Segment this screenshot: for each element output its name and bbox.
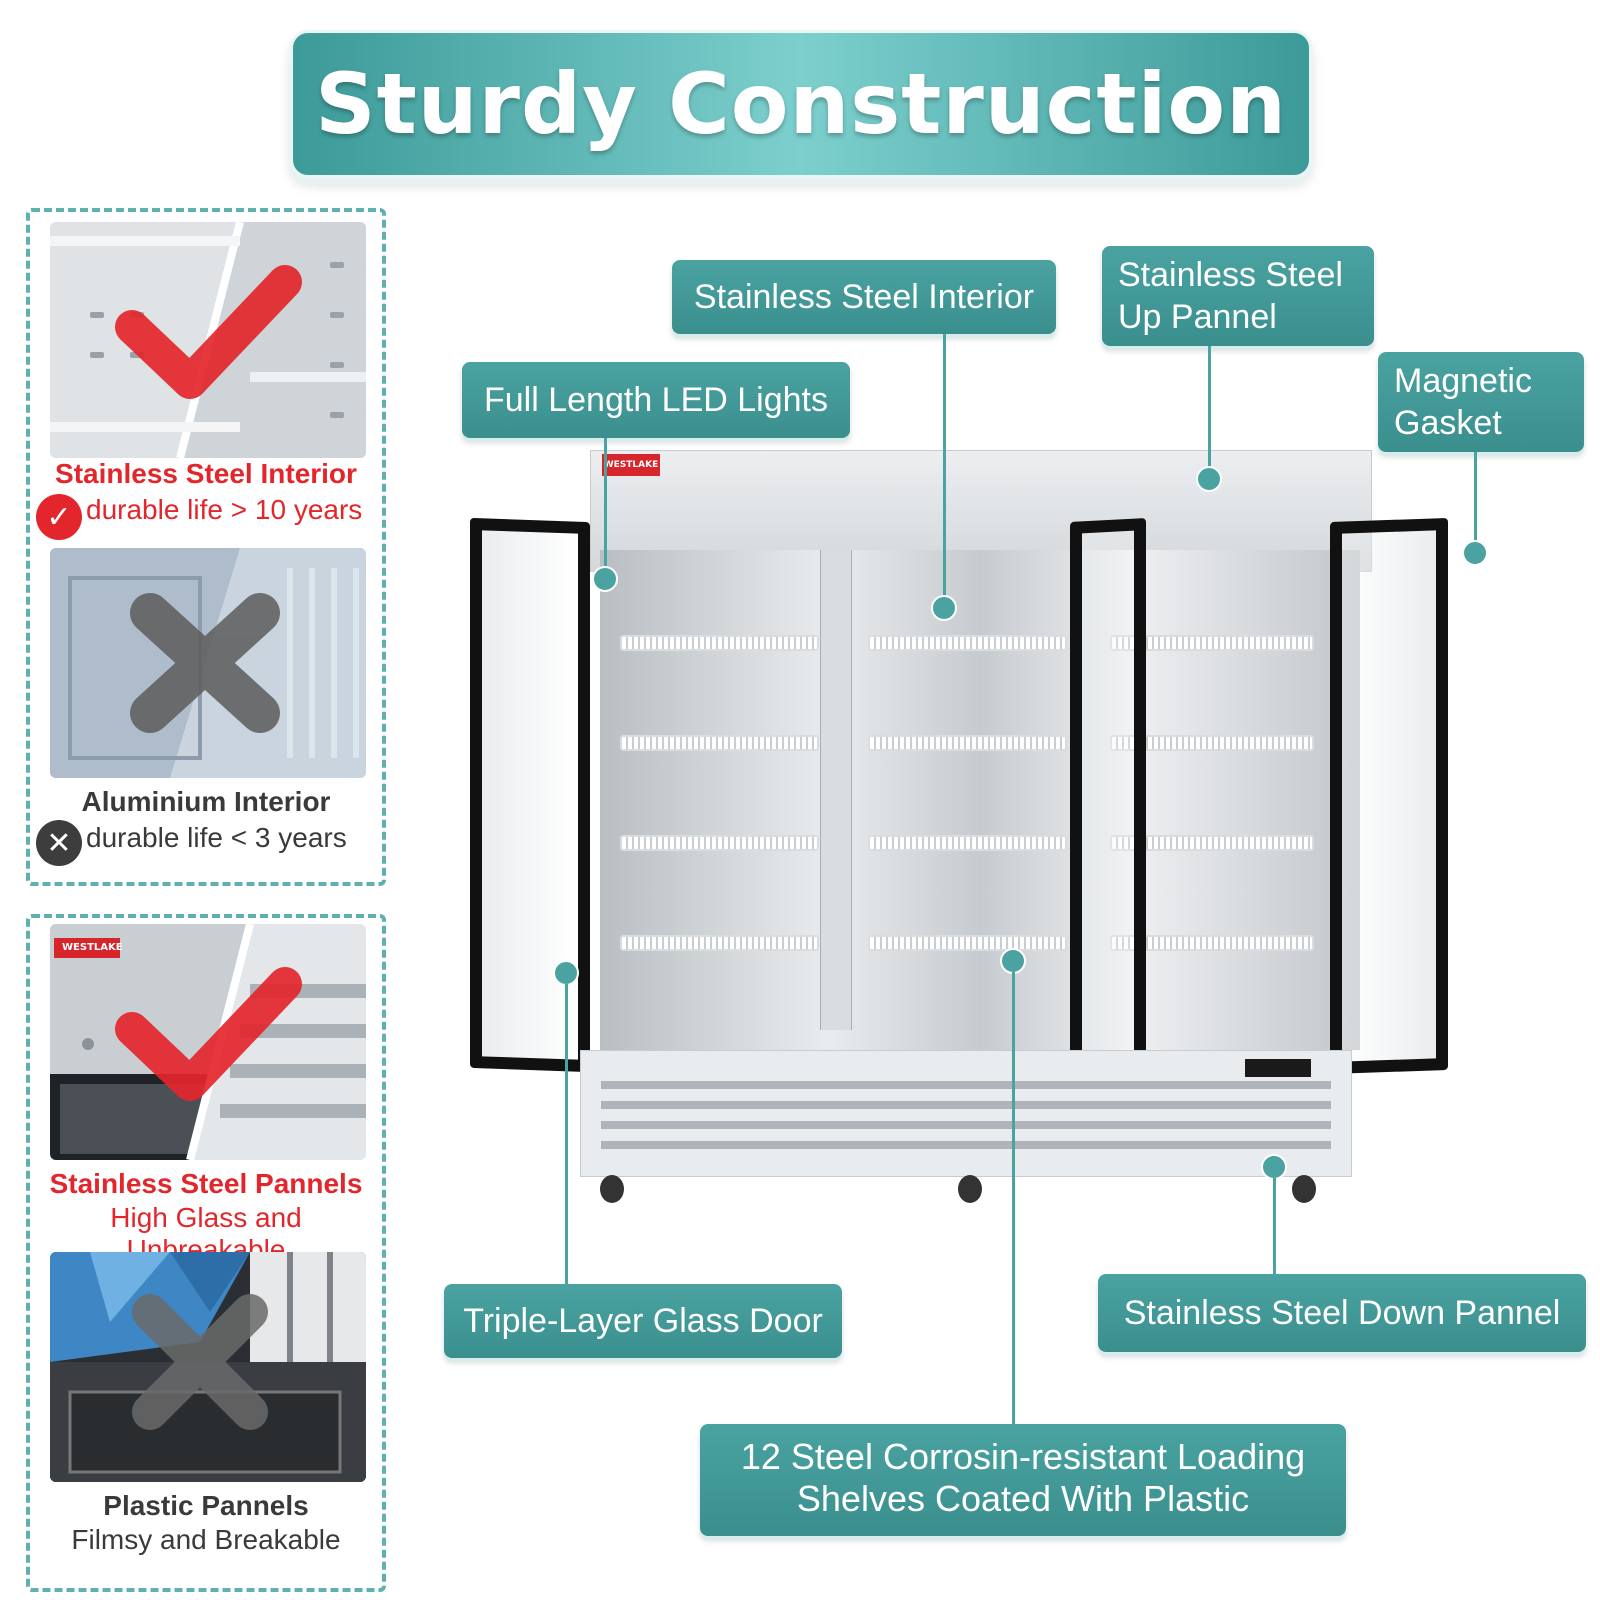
aluminium-interior-thumbnail xyxy=(50,548,366,778)
callout-up-pannel: Stainless Steel Up Pannel xyxy=(1102,246,1374,346)
cabinet-interior xyxy=(600,550,1360,1050)
callout-stainless-interior: Stainless Steel Interior xyxy=(672,260,1056,334)
stainless-pannel-image xyxy=(50,924,366,1160)
shelf xyxy=(620,735,819,751)
large-x-icon xyxy=(130,593,280,733)
callout-shelves: 12 Steel Corrosin-resistant Loading Shel… xyxy=(700,1424,1346,1536)
callout-dot xyxy=(1462,540,1488,566)
glass-door-middle[interactable] xyxy=(1070,518,1146,1074)
callout-dot xyxy=(1000,948,1026,974)
brand-badge: WESTLAKE xyxy=(602,454,660,476)
shelf xyxy=(868,735,1067,751)
callout-dot xyxy=(931,595,957,621)
good-interior-subtitle: durable life > 10 years xyxy=(86,494,363,525)
glass-door-left[interactable] xyxy=(470,517,590,1073)
bad-pannel-title: Plastic Pannels xyxy=(103,1490,309,1521)
callout-dot xyxy=(1196,466,1222,492)
callout-glass-door: Triple-Layer Glass Door xyxy=(444,1284,842,1358)
callout-dot xyxy=(553,960,579,986)
shelf xyxy=(868,835,1067,851)
check-icon: ✓ xyxy=(36,494,82,540)
caster-wheel xyxy=(600,1175,624,1203)
plastic-pannel-thumbnail xyxy=(50,1252,366,1482)
shelf xyxy=(620,935,819,951)
x-icon: ✕ xyxy=(36,820,82,866)
control-display xyxy=(1245,1059,1311,1077)
pannel-comparison-panel: WESTLAKE Stainless Steel Pannels High Gl… xyxy=(26,914,386,1592)
callout-dot xyxy=(592,566,618,592)
leader-line xyxy=(943,334,946,604)
plastic-pannel-image xyxy=(50,1252,366,1482)
leader-line xyxy=(1208,346,1211,472)
shelf xyxy=(620,635,819,651)
bad-interior-title: Aluminium Interior xyxy=(81,786,331,817)
caster-wheel xyxy=(958,1175,982,1203)
leader-line xyxy=(1012,972,1015,1424)
shelf xyxy=(868,935,1067,951)
aluminium-interior-image xyxy=(50,548,366,778)
good-interior-title: Stainless Steel Interior xyxy=(55,458,357,489)
large-check-icon xyxy=(115,265,302,399)
bad-interior-subtitle: durable life < 3 years xyxy=(86,822,347,853)
bad-pannel-subtitle: Filmsy and Breakable xyxy=(71,1524,341,1555)
stainless-interior-image xyxy=(50,222,366,458)
title-banner: Sturdy Construction xyxy=(290,30,1312,178)
shelf xyxy=(620,835,819,851)
callout-magnetic-gasket: Magnetic Gasket xyxy=(1378,352,1584,452)
freezer-illustration: WESTLAKE xyxy=(470,440,1490,1240)
callout-dot xyxy=(1261,1154,1287,1180)
brand-badge-small: WESTLAKE xyxy=(62,942,123,953)
callout-led-lights: Full Length LED Lights xyxy=(462,362,850,438)
callout-down-pannel: Stainless Steel Down Pannel xyxy=(1098,1274,1586,1352)
leader-line xyxy=(1474,452,1477,554)
large-check-icon xyxy=(115,967,302,1101)
large-x-icon xyxy=(132,1294,268,1430)
leader-line xyxy=(1273,1178,1276,1274)
leader-line xyxy=(604,438,607,578)
glass-door-right[interactable] xyxy=(1330,517,1448,1075)
leader-line xyxy=(565,984,568,1284)
good-pannel-title: Stainless Steel Pannels xyxy=(49,1168,363,1199)
door-mullion xyxy=(820,550,852,1030)
down-pannel xyxy=(580,1050,1352,1177)
stainless-interior-thumbnail xyxy=(50,222,366,458)
stainless-pannel-thumbnail: WESTLAKE xyxy=(50,924,366,1160)
interior-comparison-panel: Stainless Steel Interior ✓ durable life … xyxy=(26,208,386,886)
page-title: Sturdy Construction xyxy=(315,55,1287,153)
shelf xyxy=(868,635,1067,651)
caster-wheel xyxy=(1292,1175,1316,1203)
